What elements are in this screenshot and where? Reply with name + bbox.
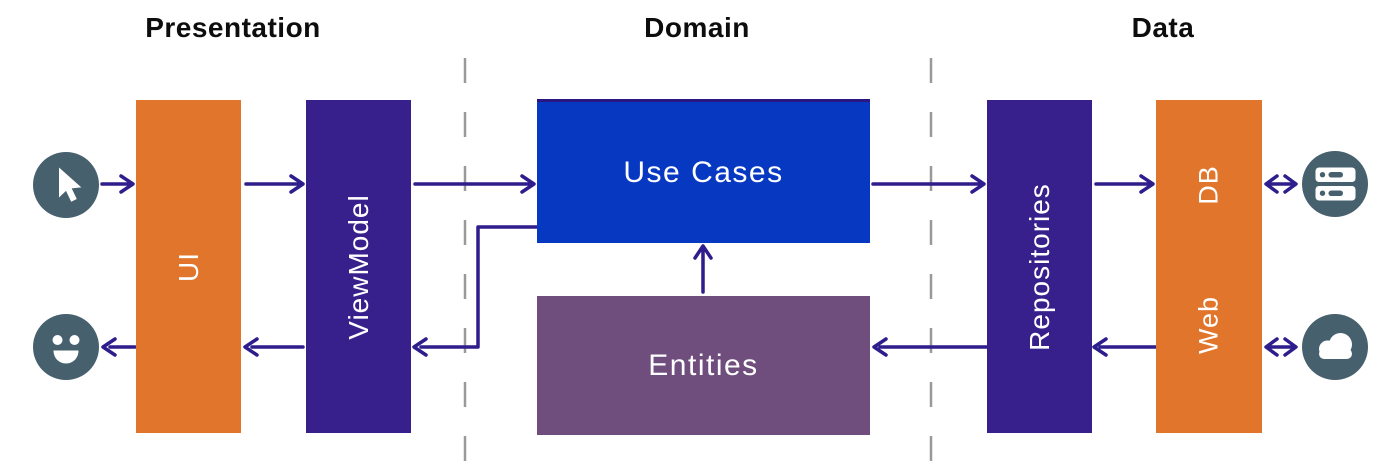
node-use-cases-label: Use Cases bbox=[623, 155, 784, 189]
arrow-web-to-repositories bbox=[1092, 337, 1158, 357]
node-entities: Entities bbox=[537, 296, 870, 435]
node-ui: UI bbox=[136, 100, 241, 433]
node-viewmodel-label: ViewModel bbox=[342, 193, 374, 340]
cloud-icon bbox=[1302, 314, 1368, 380]
layer-title-domain: Domain bbox=[644, 12, 750, 43]
node-repositories: Repositories bbox=[987, 100, 1092, 433]
layer-title-presentation: Presentation bbox=[145, 12, 321, 43]
node-web-label: Web bbox=[1193, 295, 1224, 354]
smile-face-icon bbox=[33, 314, 99, 380]
arrow-viewmodel-to-ui bbox=[243, 337, 305, 357]
database-server-icon bbox=[1302, 151, 1368, 217]
node-data-sources: DB Web bbox=[1156, 100, 1262, 433]
arrow-user-input-to-ui bbox=[100, 174, 135, 194]
node-db-label: DB bbox=[1193, 165, 1224, 205]
mouse-pointer-icon bbox=[33, 152, 99, 218]
arrow-db-server-bidirectional bbox=[1264, 174, 1298, 194]
arrow-ui-to-viewmodel bbox=[244, 174, 305, 194]
arrow-repositories-to-db bbox=[1094, 174, 1155, 194]
user-output-badge bbox=[32, 313, 100, 381]
node-viewmodel: ViewModel bbox=[306, 100, 411, 433]
arrow-web-cloud-bidirectional bbox=[1264, 337, 1298, 357]
arrow-entities-to-usecases bbox=[693, 244, 713, 294]
arrow-ui-to-user-output bbox=[101, 337, 137, 357]
node-ui-label: UI bbox=[172, 251, 204, 282]
arrow-viewmodel-to-usecases bbox=[413, 174, 536, 194]
layer-title-data: Data bbox=[1131, 12, 1195, 43]
arrow-repositories-to-entities bbox=[872, 337, 989, 357]
cloud-network-badge bbox=[1301, 313, 1369, 381]
node-entities-label: Entities bbox=[648, 348, 759, 382]
database-server-badge bbox=[1301, 150, 1369, 218]
arrow-usecases-to-viewmodel-return bbox=[412, 225, 539, 357]
user-input-badge bbox=[32, 151, 100, 219]
node-use-cases: Use Cases bbox=[537, 99, 870, 243]
node-repositories-label: Repositories bbox=[1023, 182, 1055, 351]
arrow-usecases-to-repositories bbox=[871, 174, 986, 194]
